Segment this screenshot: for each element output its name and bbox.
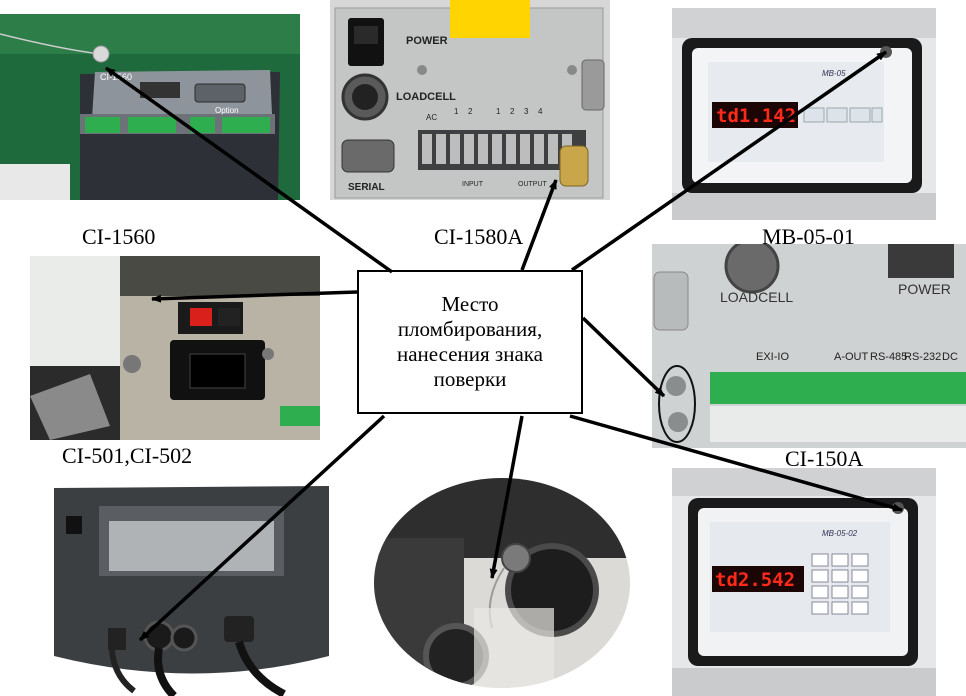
photo-connector-seal: [374, 478, 630, 688]
ci1580a-loadcell-text: LOADCELL: [396, 91, 456, 103]
ci150a-group-rs232: RS-232: [904, 351, 941, 363]
photo-mb0502: MB-05-02 td2.542: [672, 468, 936, 696]
ci150a-group-dc: DC: [942, 351, 958, 363]
photo-ci1560: CI-1560 Option: [0, 14, 300, 200]
ci1580a-ch-5: 3: [524, 107, 529, 116]
ci1580a-ac-text: AC: [426, 113, 437, 122]
ci1580a-ch-6: 4: [538, 107, 543, 116]
ci150a-group-exiio: EXI-IO: [756, 351, 789, 363]
ci1580a-ch-1: 1: [454, 107, 459, 116]
caption-ci1580a: CI-1580A: [434, 224, 524, 249]
photo-mb0501: MB-05 td1.142: [672, 8, 936, 220]
sealing-location-text: Место пломбирования, нанесения знака пов…: [397, 292, 543, 391]
ci1580a-ch-2: 2: [468, 107, 473, 116]
caption-ci1560: CI-1560: [82, 224, 156, 249]
ci1580a-serial-text: SERIAL: [348, 182, 385, 193]
mb0502-model-text: MB-05-02: [822, 529, 858, 538]
ci1580a-ch-3: 1: [496, 107, 501, 116]
ci150a-loadcell-text: LOADCELL: [720, 289, 793, 305]
ci1560-model-text: CI-1560: [100, 72, 132, 82]
photo-ci150a: LOADCELL POWER EXI-IO A-OUT RS-485 RS-23…: [652, 244, 966, 448]
ci1580a-input-text: INPUT: [462, 181, 484, 188]
ci1580a-ch-4: 2: [510, 107, 515, 116]
ci150a-group-aout: A-OUT: [834, 351, 869, 363]
ci1560-option-text: Option: [215, 106, 239, 115]
mb0501-display-text: td1.142: [716, 105, 796, 127]
photo-ci1580a: POWER LOADCELL SERIAL AC 1 2 1 2 3 4 INP…: [330, 0, 610, 200]
ci150a-group-rs485: RS-485: [870, 351, 907, 363]
ci1580a-output-text: OUTPUT: [518, 181, 548, 188]
ci150a-power-text: POWER: [898, 281, 951, 297]
photo-rear-panel: [44, 476, 334, 696]
sealing-location-box: Место пломбирования, нанесения знака пов…: [357, 270, 583, 414]
mb0502-display-text: td2.542: [715, 569, 795, 591]
photo-ci501: [30, 256, 320, 440]
ci1580a-power-text: POWER: [406, 35, 448, 47]
caption-ci501: CI-501,CI-502: [62, 443, 193, 468]
mb0501-model-text: MB-05: [822, 69, 846, 78]
